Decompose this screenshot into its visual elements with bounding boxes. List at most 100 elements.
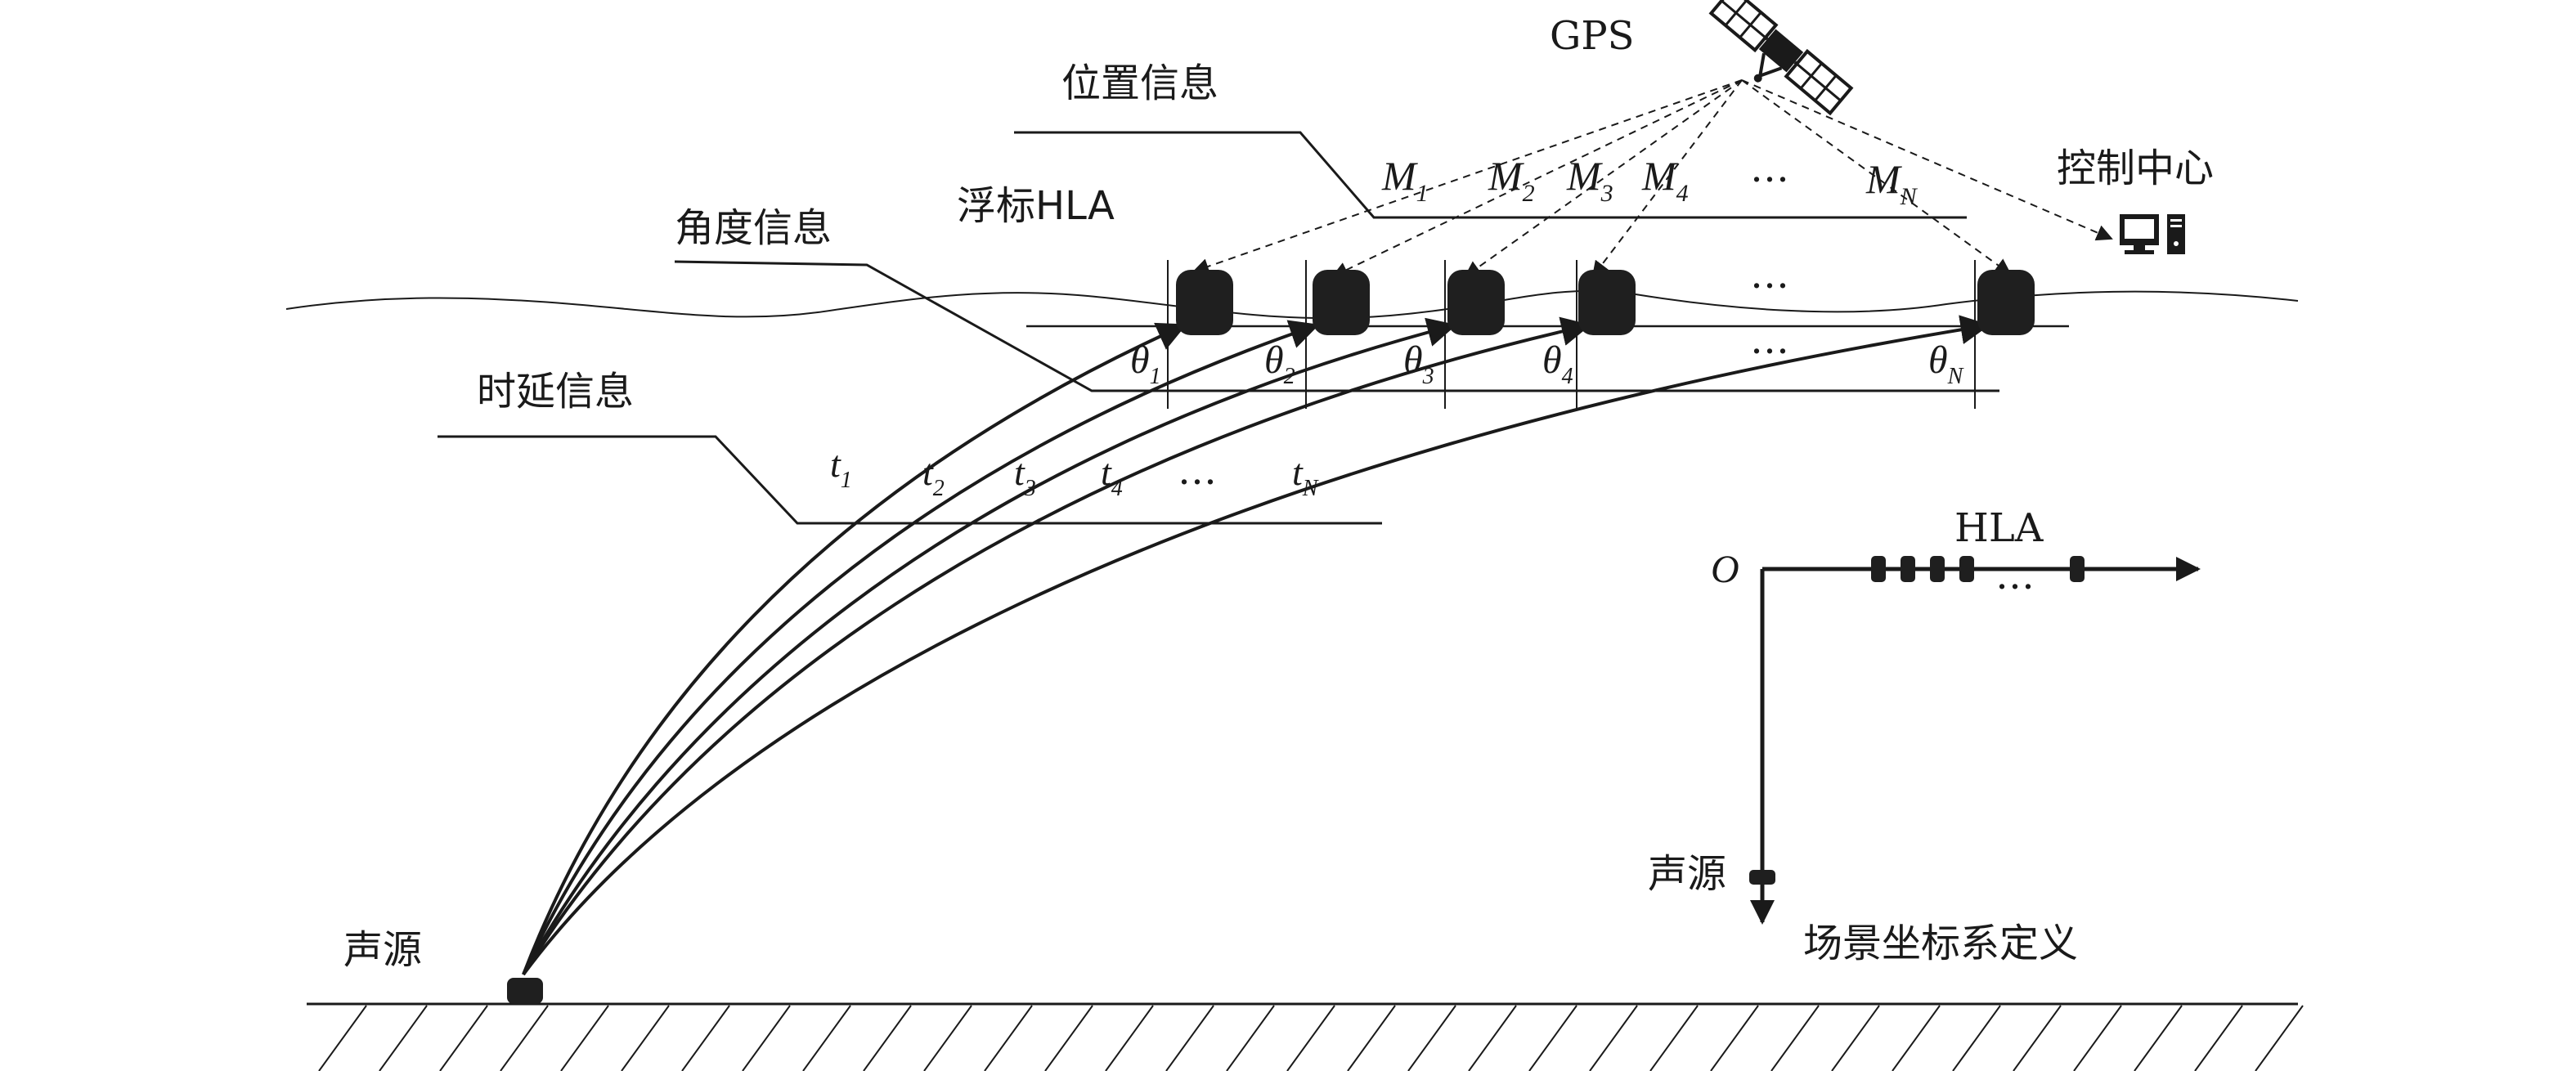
angle-mark-4: θ4 (1542, 338, 1573, 389)
coord-ellipsis: … (1995, 553, 2035, 598)
delay-mark-subscript: 4 (1111, 476, 1123, 501)
position-mark-2: M2 (1488, 153, 1535, 207)
position-mark-base: M (1488, 153, 1524, 199)
position-mark-3: M3 (1566, 153, 1613, 207)
ray-path-2 (522, 320, 1320, 975)
angle-mark-5: θN (1928, 338, 1964, 389)
position-mark-base: M (1641, 153, 1678, 199)
angle-mark-2: θ2 (1264, 338, 1295, 389)
angle-mark-subscript: N (1947, 364, 1964, 389)
seabed-hatch-stroke (560, 1005, 609, 1071)
delay-mark-subscript: N (1302, 476, 1319, 501)
seabed-hatch-stroke (1105, 1005, 1154, 1071)
seabed-hatch-stroke (1226, 1005, 1275, 1071)
position-mark-subscript: 4 (1676, 180, 1689, 207)
coord-caption: 场景坐标系定义 (1803, 921, 2078, 966)
seabed-hatch-stroke (1044, 1005, 1093, 1071)
seabed-hatch-stroke (1649, 1005, 1699, 1071)
seabed-hatch-stroke (1831, 1005, 1880, 1071)
position-mark-base: M (1381, 153, 1418, 199)
delay-mark-base: t (1014, 451, 1025, 493)
position-mark-1: M1 (1381, 153, 1429, 207)
seabed-hatching (318, 1005, 2304, 1071)
position-mark-base: M (1566, 153, 1603, 199)
delay-mark-base: t (830, 443, 841, 485)
seabed-hatch-stroke (2255, 1005, 2304, 1071)
seabed-hatch-stroke (923, 1005, 972, 1071)
coord-source-icon (1749, 870, 1775, 885)
delay-mark-1: t1 (830, 443, 852, 493)
angle-mark-base: θ (1542, 338, 1562, 382)
delay-mark-base: t (1292, 451, 1304, 493)
angle-ellipsis: … (1750, 317, 1789, 363)
angle-mark-base: θ (1403, 338, 1423, 382)
position-ellipsis: … (1750, 146, 1789, 191)
delay-info-label: 时延信息 (477, 369, 634, 415)
delay-mark-subscript: 2 (933, 476, 945, 501)
seabed-hatch-stroke (1347, 1005, 1396, 1071)
delay-mark-3: t3 (1014, 451, 1036, 501)
seabed-hatch-stroke (621, 1005, 670, 1071)
angle-mark-subscript: 3 (1422, 364, 1434, 389)
buoy-icon (1176, 270, 2035, 335)
angle-info-label: 角度信息 (675, 205, 832, 251)
position-info-leader (1014, 131, 1967, 219)
coord-hla-elements (1871, 556, 2085, 582)
coord-hla-label: HLA (1954, 505, 2044, 551)
seabed-hatch-stroke (318, 1005, 367, 1071)
seabed-hatch-stroke (1286, 1005, 1335, 1071)
angle-mark-subscript: 2 (1284, 364, 1295, 389)
coord-origin-label: O (1711, 548, 1739, 591)
position-mark-base: M (1865, 156, 1902, 202)
seabed-hatch-stroke (379, 1005, 428, 1071)
delay-mark-2: t2 (922, 451, 945, 501)
seabed-hatch-stroke (1407, 1005, 1456, 1071)
seabed-hatch-stroke (802, 1005, 851, 1071)
computer-icon (2120, 214, 2185, 254)
seabed-hatch-stroke (2194, 1005, 2243, 1071)
seabed-hatch-stroke (439, 1005, 488, 1071)
seabed-hatch-stroke (2013, 1005, 2062, 1071)
seabed-hatch-stroke (1770, 1005, 1820, 1071)
ray-path-4 (522, 316, 1591, 976)
seabed-hatch-stroke (1528, 1005, 1577, 1071)
coord-source-label: 声源 (1648, 851, 1726, 897)
buoy-ellipsis: … (1750, 252, 1789, 298)
seabed-hatch-stroke (1589, 1005, 1638, 1071)
seabed-hatch-stroke (1165, 1005, 1214, 1071)
seabed-hatch-stroke (1952, 1005, 2001, 1071)
angle-mark-subscript: 1 (1150, 364, 1161, 389)
position-mark-4: M4 (1641, 153, 1689, 207)
seabed-hatch-stroke (1468, 1005, 1517, 1071)
seabed-hatch-stroke (2134, 1005, 2183, 1071)
gps-label: GPS (1550, 13, 1635, 59)
seabed-hatch-stroke (863, 1005, 912, 1071)
seabed-hatch-stroke (1710, 1005, 1759, 1071)
control-center-label: 控制中心 (2057, 146, 2214, 191)
angle-mark-base: θ (1928, 338, 1948, 382)
source-label: 声源 (343, 927, 422, 973)
position-mark-subscript: 3 (1600, 180, 1613, 207)
ray-path-1 (522, 322, 1187, 975)
seabed-hatch-stroke (1892, 1005, 1941, 1071)
seabed-source-icon (507, 978, 543, 1004)
angle-mark-base: θ (1264, 338, 1284, 382)
angle-mark-1: θ1 (1130, 338, 1161, 389)
ray-path-n (522, 315, 1990, 976)
seabed-hatch-stroke (500, 1005, 549, 1071)
position-mark-subscript: N (1900, 183, 1919, 210)
position-info-label: 位置信息 (1061, 60, 1218, 106)
delay-mark-base: t (1101, 451, 1112, 493)
angle-mark-base: θ (1130, 338, 1150, 382)
position-mark-5: MN (1865, 156, 1919, 210)
delay-mark-base: t (922, 451, 934, 493)
seabed-hatch-stroke (984, 1005, 1033, 1071)
position-mark-subscript: 1 (1416, 180, 1429, 207)
sea-surface-wave (285, 289, 2299, 320)
seabed-hatch-stroke (742, 1005, 791, 1071)
gps-links (1192, 79, 2113, 278)
seabed-hatch-stroke (2073, 1005, 2122, 1071)
delay-mark-subscript: 1 (841, 468, 852, 493)
delay-ellipsis: … (1178, 448, 1217, 494)
